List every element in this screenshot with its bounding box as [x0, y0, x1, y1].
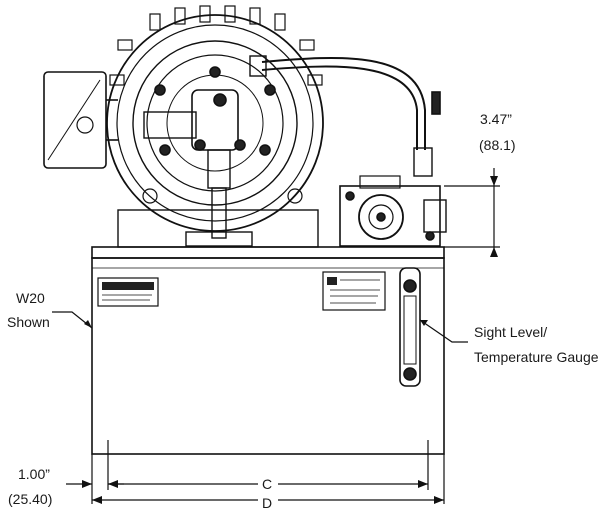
warning-label-plate	[97, 277, 159, 307]
valve-manifold	[339, 175, 447, 247]
gauge-label-line2: Temperature Gauge	[474, 349, 599, 365]
dimension-base	[66, 440, 445, 504]
dim-top-mm-label: (88.1)	[479, 137, 516, 153]
sight-level-gauge	[399, 267, 421, 387]
gauge-label-line1: Sight Level/	[474, 324, 548, 340]
dim-bottom-inches-label: 1.00”	[18, 466, 50, 482]
electric-motor	[106, 5, 324, 248]
hydraulic-hose	[249, 55, 441, 177]
model-label-line1: W20	[16, 290, 45, 306]
model-label-line2: Shown	[7, 314, 50, 330]
dim-c-label: C	[262, 476, 273, 492]
pump-head	[143, 89, 253, 247]
dim-top-inches-label: 3.47”	[480, 111, 512, 127]
junction-box	[43, 71, 118, 169]
data-plate	[322, 271, 386, 311]
dim-d-label: D	[262, 495, 273, 511]
dim-bottom-mm-label: (25.40)	[8, 491, 53, 507]
leader-w20	[52, 311, 93, 329]
leader-sight-level	[419, 319, 468, 343]
dimension-height-top	[444, 168, 500, 257]
